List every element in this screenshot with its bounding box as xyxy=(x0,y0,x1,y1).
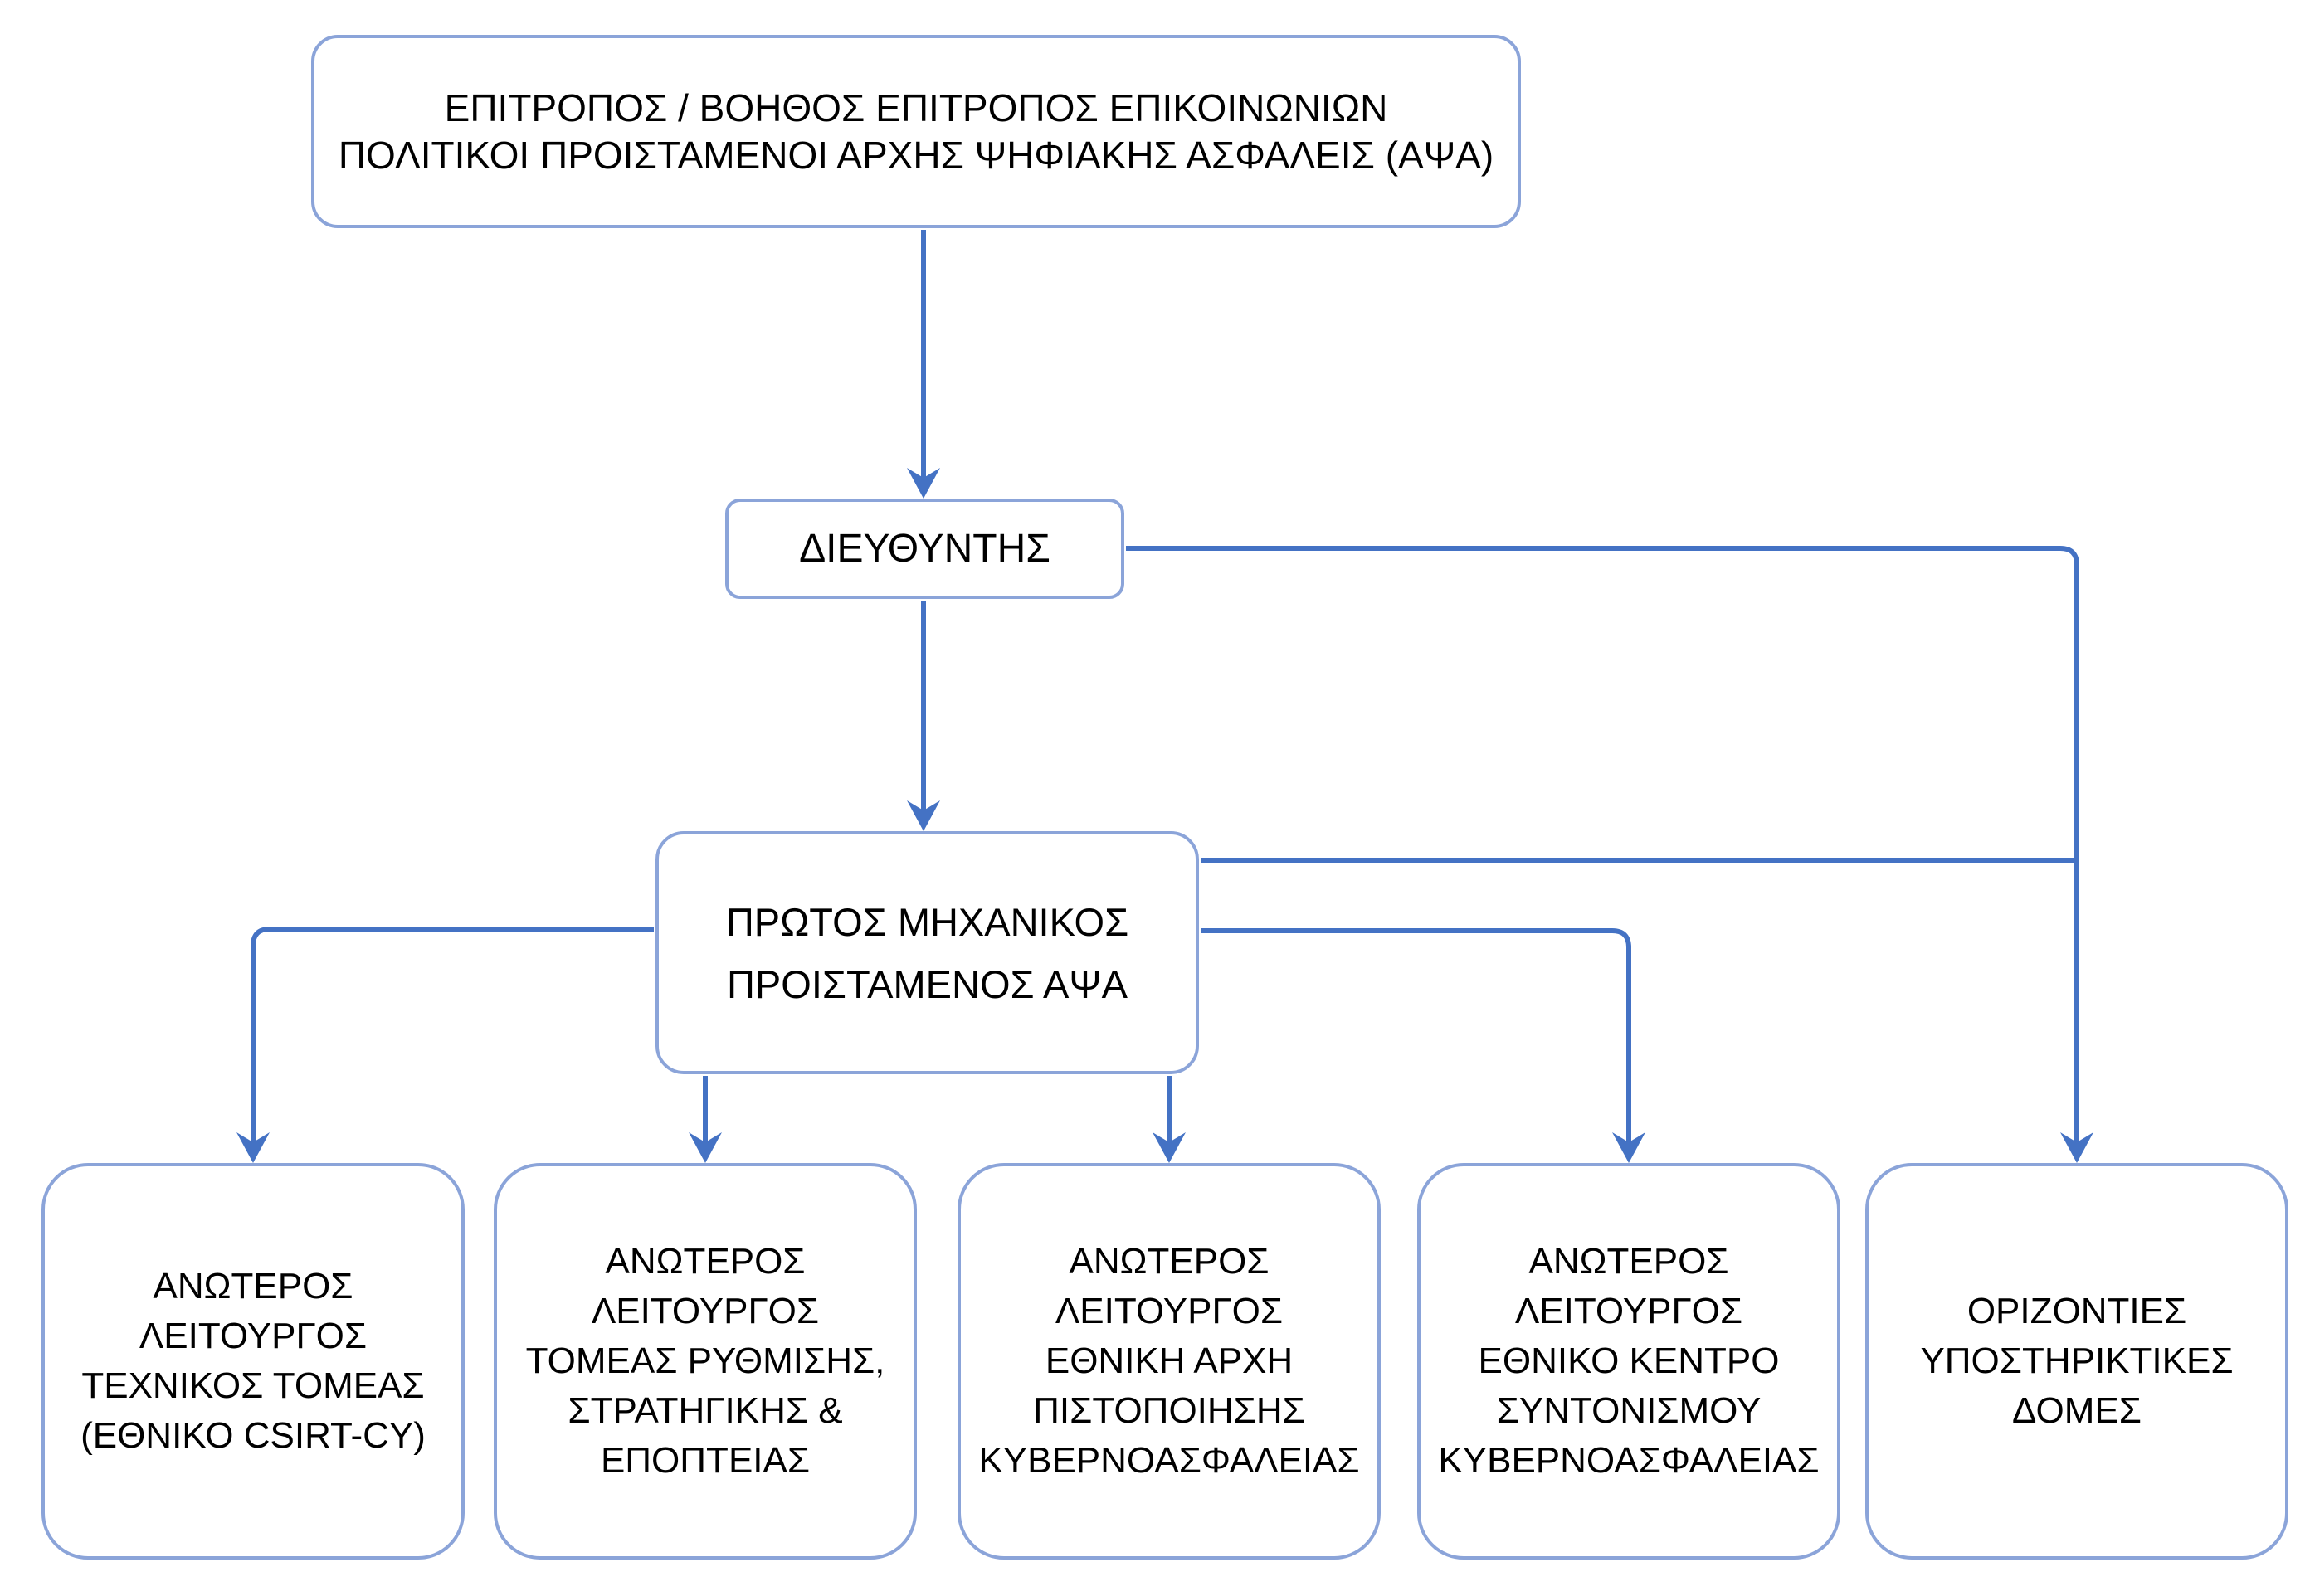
unit2-line: ΛΕΙΤΟΥΡΓΟΣ xyxy=(591,1291,820,1331)
unit2-line: ΑΝΩΤΕΡΟΣ xyxy=(605,1241,806,1282)
node-chief-line2: ΠΡΟΙΣΤΑΜΕΝΟΣ ΑΨΑ xyxy=(726,961,1128,1006)
node-unit-technical-sector-csirt-cy: ΑΝΩΤΕΡΟΣ ΛΕΙΤΟΥΡΓΟΣ ΤΕΧΝΙΚΟΣ ΤΟΜΕΑΣ (ΕΘΝ… xyxy=(41,1163,465,1560)
node-unit-regulation-strategy-supervision: ΑΝΩΤΕΡΟΣ ΛΕΙΤΟΥΡΓΟΣ ΤΟΜΕΑΣ ΡΥΘΜΙΣΗΣ, ΣΤΡ… xyxy=(494,1163,917,1560)
node-unit-national-coordination-center: ΑΝΩΤΕΡΟΣ ΛΕΙΤΟΥΡΓΟΣ ΕΘΝΙΚΟ ΚΕΝΤΡΟ ΣΥΝΤΟΝ… xyxy=(1417,1163,1840,1560)
connector-chief-to-unit4 xyxy=(1201,928,1631,1143)
arrowhead-unit1 xyxy=(236,1132,270,1163)
node-director: ΔΙΕΥΘΥΝΤΗΣ xyxy=(725,499,1124,599)
node-chief-engineer: ΠΡΩΤΟΣ ΜΗΧΑΝΙΚΟΣ ΠΡΟΙΣΤΑΜΕΝΟΣ ΑΨΑ xyxy=(655,831,1199,1074)
unit1-line: ΑΝΩΤΕΡΟΣ xyxy=(153,1266,353,1306)
unit3-line: ΕΘΝΙΚΗ ΑΡΧΗ xyxy=(1045,1341,1294,1381)
arrowhead-chief xyxy=(907,800,940,831)
connector-chief-to-unit1 xyxy=(251,927,654,1143)
node-director-label: ΔΙΕΥΘΥΝΤΗΣ xyxy=(799,526,1050,571)
unit4-line: ΕΘΝΙΚΟ ΚΕΝΤΡΟ xyxy=(1478,1341,1780,1381)
unit4-line: ΣΥΝΤΟΝΙΣΜΟΥ xyxy=(1496,1390,1762,1431)
arrowhead-director xyxy=(907,468,940,499)
unit4-line: ΑΝΩΤΕΡΟΣ xyxy=(1528,1241,1729,1282)
node-commissioner-line1: ΕΠΙΤΡΟΠΟΣ / ΒΟΗΘΟΣ ΕΠΙΤΡΟΠΟΣ ΕΠΙΚΟΙΝΩΝΙΩ… xyxy=(444,85,1388,129)
unit3-line: ΑΝΩΤΕΡΟΣ xyxy=(1069,1241,1270,1282)
unit5-line: ΟΡΙΖΟΝΤΙΕΣ xyxy=(1966,1291,2187,1331)
node-commissioner-line2: ΠΟΛΙΤΙΚΟΙ ΠΡΟΙΣΤΑΜΕΝΟΙ ΑΡΧΗΣ ΨΗΦΙΑΚΗΣ ΑΣ… xyxy=(338,133,1494,177)
unit3-line: ΠΙΣΤΟΠΟΙΗΣΗΣ xyxy=(1033,1390,1305,1431)
node-unit-national-certification-authority: ΑΝΩΤΕΡΟΣ ΛΕΙΤΟΥΡΓΟΣ ΕΘΝΙΚΗ ΑΡΧΗ ΠΙΣΤΟΠΟΙ… xyxy=(958,1163,1381,1560)
unit1-line: ΛΕΙΤΟΥΡΓΟΣ xyxy=(139,1316,368,1356)
node-unit-horizontal-support-structures: ΟΡΙΖΟΝΤΙΕΣ ΥΠΟΣΤΗΡΙΚΤΙΚΕΣ ΔΟΜΕΣ xyxy=(1865,1163,2288,1560)
unit3-line: ΚΥΒΕΡΝΟΑΣΦΑΛΕΙΑΣ xyxy=(978,1440,1360,1481)
unit2-line: ΣΤΡΑΤΗΓΙΚΗΣ & xyxy=(568,1390,843,1431)
arrowhead-unit5 xyxy=(2060,1132,2093,1163)
unit1-line: (ΕΘΝΙΚΟ CSIRT-CY) xyxy=(80,1415,426,1456)
unit5-line: ΥΠΟΣΤΗΡΙΚΤΙΚΕΣ xyxy=(1920,1341,2234,1381)
unit4-line: ΛΕΙΤΟΥΡΓΟΣ xyxy=(1514,1291,1743,1331)
unit1-line: ΤΕΧΝΙΚΟΣ ΤΟΜΕΑΣ xyxy=(81,1365,425,1406)
connector-director-to-unit5 xyxy=(1126,546,2079,1143)
node-commissioner: ΕΠΙΤΡΟΠΟΣ / ΒΟΗΘΟΣ ΕΠΙΤΡΟΠΟΣ ΕΠΙΚΟΙΝΩΝΙΩ… xyxy=(311,35,1521,228)
unit3-line: ΛΕΙΤΟΥΡΓΟΣ xyxy=(1055,1291,1284,1331)
arrowhead-unit3 xyxy=(1153,1132,1186,1163)
node-chief-line1: ΠΡΩΤΟΣ ΜΗΧΑΝΙΚΟΣ xyxy=(725,899,1129,944)
arrowhead-unit4 xyxy=(1612,1132,1645,1163)
unit2-line: ΕΠΟΠΤΕΙΑΣ xyxy=(600,1440,811,1481)
arrowhead-unit2 xyxy=(689,1132,722,1163)
unit2-line: ΤΟΜΕΑΣ ΡΥΘΜΙΣΗΣ, xyxy=(525,1341,885,1381)
unit4-line: ΚΥΒΕΡΝΟΑΣΦΑΛΕΙΑΣ xyxy=(1438,1440,1820,1481)
unit5-line: ΔΟΜΕΣ xyxy=(2012,1390,2142,1431)
